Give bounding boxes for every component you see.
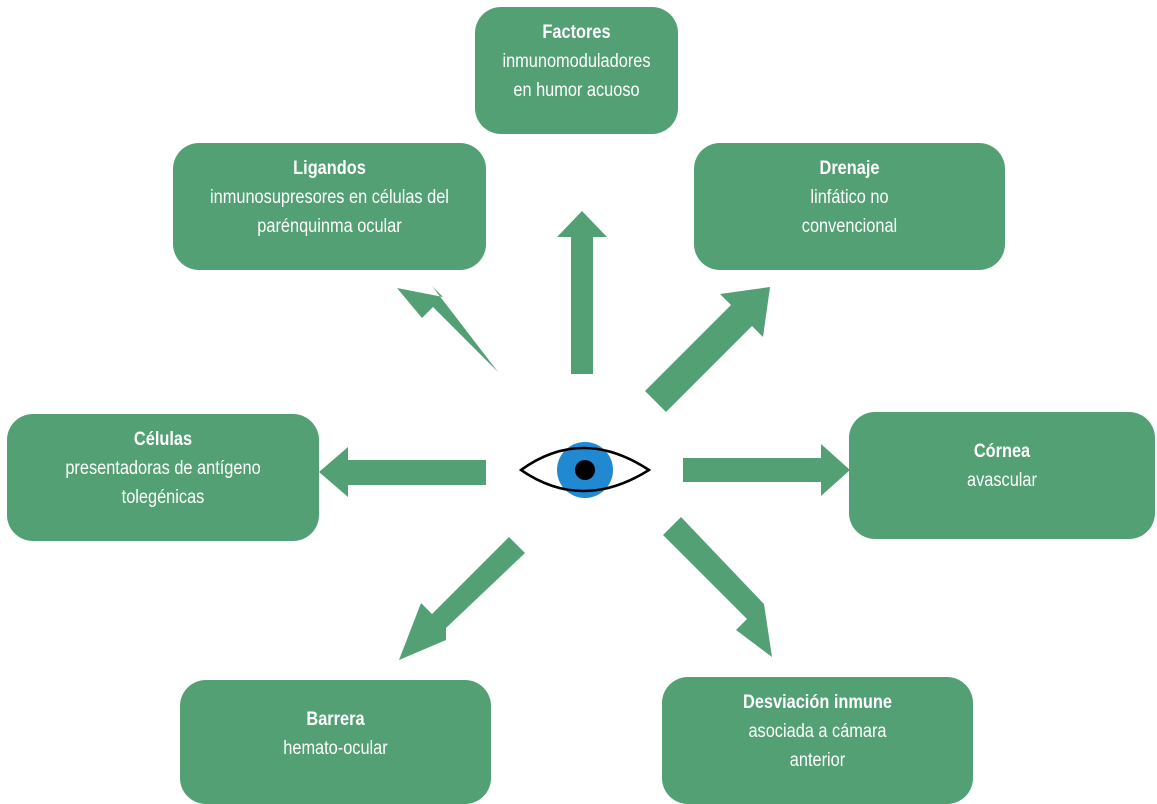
box-ligandos-line1: inmunosupresores en células del: [210, 187, 449, 208]
arrow-up-left: [397, 286, 519, 393]
box-barrera-title: Barrera: [306, 709, 365, 730]
box-celulas-line1: presentadoras de antígeno: [65, 458, 261, 479]
box-drenaje: Drenaje linfático no convencional: [694, 143, 1005, 270]
box-ligandos-line2: parénquinma ocular: [257, 216, 402, 237]
box-cornea-title: Córnea: [973, 441, 1031, 462]
arrow-down-left: [399, 537, 525, 660]
box-factores-line2: en humor acuoso: [513, 80, 640, 101]
box-factores-title: Factores: [542, 22, 611, 43]
box-drenaje-title: Drenaje: [819, 158, 880, 179]
box-barrera: Barrera hemato-ocular: [180, 680, 491, 804]
box-celulas: Células presentadoras de antígeno tolegé…: [7, 414, 319, 541]
box-ligandos: Ligandos inmunosupresores en células del…: [173, 143, 486, 270]
box-desviacion: Desviación inmune asociada a cámara ante…: [662, 677, 973, 804]
box-ligandos-title: Ligandos: [293, 158, 366, 179]
box-drenaje-line1: linfático no: [810, 187, 889, 208]
box-celulas-line2: tolegénicas: [121, 487, 205, 508]
box-cornea-line1: avascular: [967, 470, 1037, 491]
arrow-left: [319, 447, 486, 497]
arrow-down-right: [663, 517, 772, 657]
box-desviacion-line2: anterior: [789, 750, 846, 771]
box-factores: Factores inmunomoduladores en humor acuo…: [475, 7, 678, 134]
box-barrera-line1: hemato-ocular: [283, 738, 388, 759]
arrow-up: [557, 211, 607, 374]
box-drenaje-line2: convencional: [801, 216, 898, 237]
arrow-up-right: [645, 287, 770, 412]
box-desviacion-title: Desviación inmune: [743, 692, 892, 713]
eye-icon: [518, 442, 652, 498]
box-cornea: Córnea avascular: [849, 412, 1155, 539]
box-celulas-title: Células: [133, 429, 193, 450]
box-factores-line1: inmunomoduladores: [502, 51, 651, 72]
arrow-right: [683, 444, 850, 496]
pupil-icon: [575, 460, 595, 480]
box-desviacion-line1: asociada a cámara: [748, 721, 887, 742]
